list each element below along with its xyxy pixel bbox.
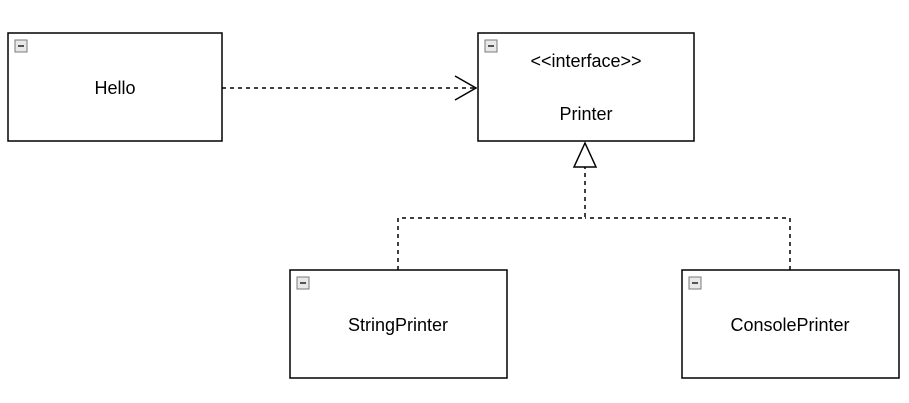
class-name: ConsolePrinter	[730, 315, 849, 335]
class-name: StringPrinter	[348, 315, 448, 335]
collapse-icon[interactable]	[296, 276, 310, 290]
class-printer[interactable]: <<interface>> Printer	[477, 32, 695, 142]
realization-arrowhead	[572, 141, 598, 168]
class-box	[7, 32, 223, 142]
collapse-icon[interactable]	[14, 39, 28, 53]
class-consoleprinter[interactable]: ConsolePrinter	[681, 269, 900, 379]
edge-consoleprinter-printer-realization[interactable]	[585, 217, 791, 270]
class-box	[681, 269, 900, 379]
class-box	[477, 32, 695, 142]
collapse-icon[interactable]	[688, 276, 702, 290]
class-stringprinter[interactable]: StringPrinter	[289, 269, 508, 379]
class-name: Printer	[559, 104, 612, 124]
collapse-icon[interactable]	[484, 39, 498, 53]
stereotype-label: <<interface>>	[530, 51, 641, 71]
class-name: Hello	[94, 78, 135, 98]
dependency-arrowhead	[454, 75, 478, 101]
edges	[222, 75, 791, 270]
edge-stringprinter-printer-realization[interactable]	[397, 167, 586, 270]
class-hello[interactable]: Hello	[7, 32, 223, 142]
class-box	[289, 269, 508, 379]
